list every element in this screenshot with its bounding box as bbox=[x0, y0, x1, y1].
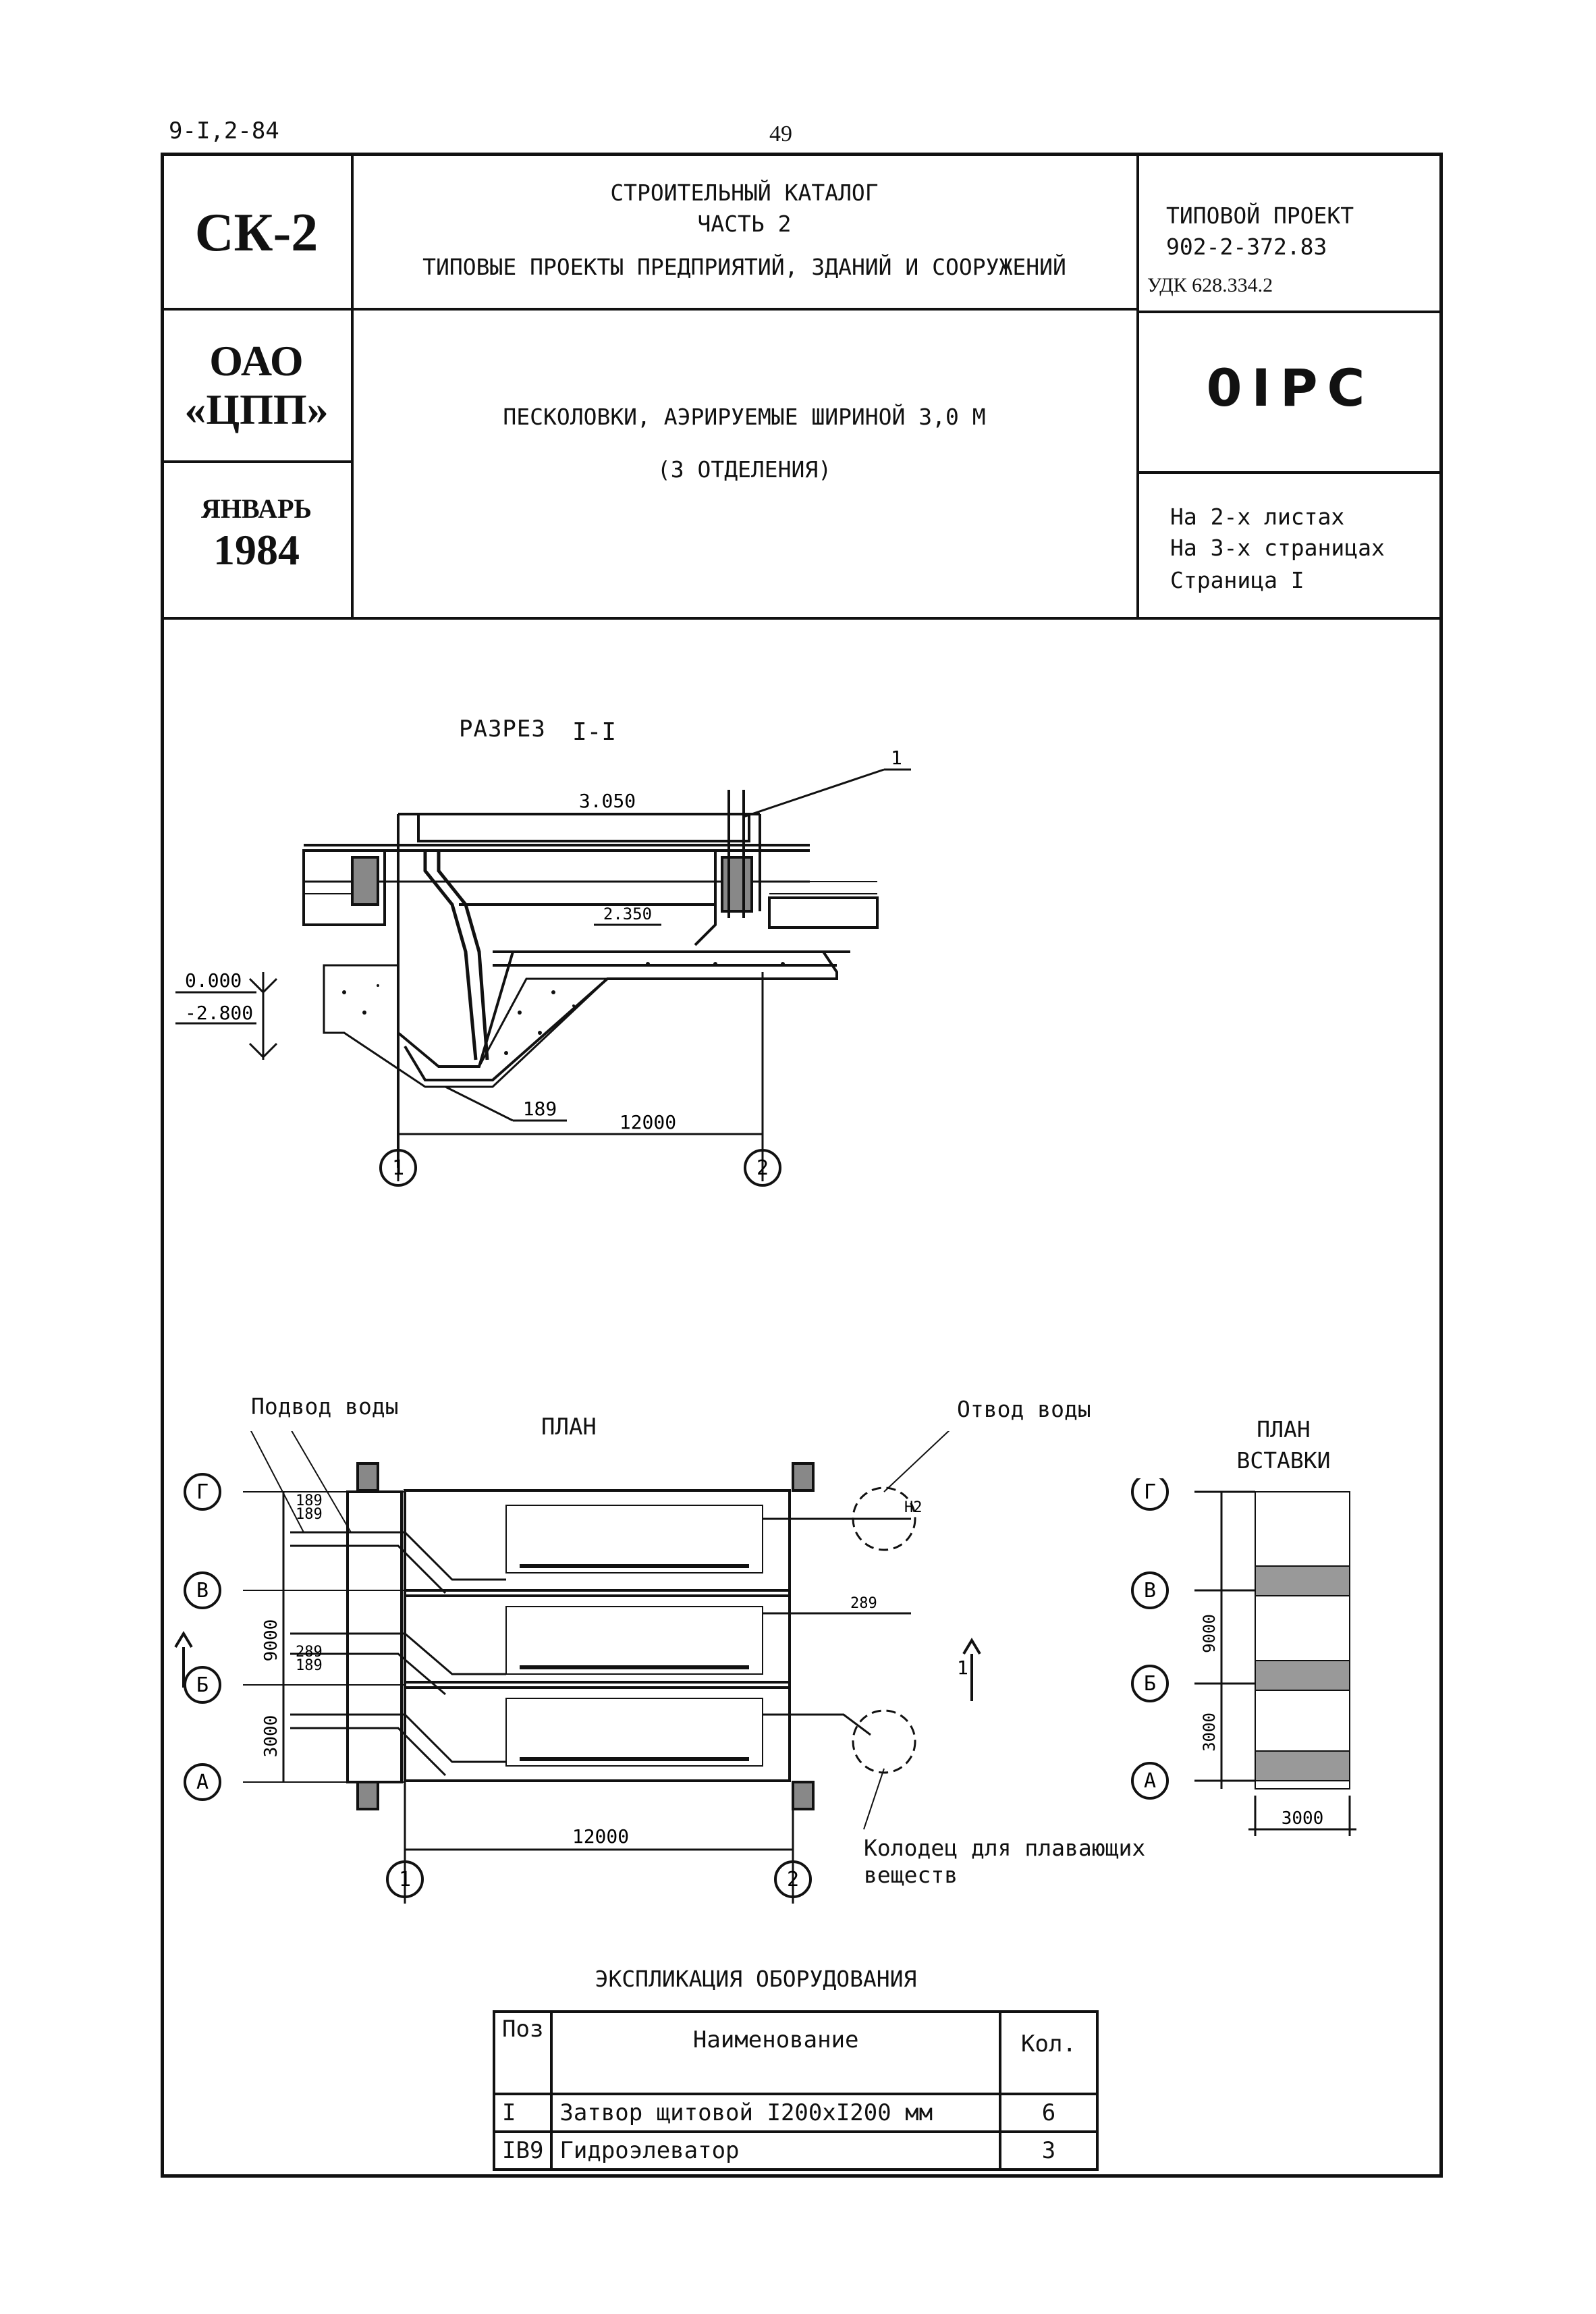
insert-title-1: ПЛАН bbox=[1257, 1416, 1311, 1443]
insert-dim-3000: 3000 bbox=[1200, 1713, 1219, 1752]
catalog-code: СК-2 bbox=[194, 203, 319, 263]
catalog-line-2: ЧАСТЬ 2 bbox=[697, 211, 792, 237]
insert-drawing: Г В Б А 9000 3000 3000 bbox=[1131, 1478, 1356, 1836]
document-title: ПЕСКОЛОВКИ, АЭРИРУЕМЫЕ ШИРИНОЙ 3,0 М bbox=[503, 404, 986, 430]
section-dim-top: 3.050 bbox=[579, 790, 636, 812]
udk-code: УДК 628.334.2 bbox=[1147, 274, 1273, 296]
row-1-pos: I bbox=[492, 2093, 553, 2133]
insert-axis-g: Г bbox=[1144, 1480, 1156, 1504]
header-name: Наименование bbox=[550, 2010, 1001, 2095]
plan-dim-h2: Н2 bbox=[904, 1499, 923, 1516]
catalog-line-3: ТИПОВЫЕ ПРОЕКТЫ ПРЕДПРИЯТИЙ, ЗДАНИЙ И СО… bbox=[422, 254, 1066, 280]
header-right-divider bbox=[1136, 153, 1139, 618]
org-line-1: ОАО bbox=[209, 337, 304, 385]
header-right-rule-2 bbox=[1136, 471, 1443, 474]
month-label: ЯНВАРЬ bbox=[201, 493, 312, 524]
header-right-rule-1 bbox=[1136, 311, 1443, 313]
plan-well-label-2: веществ bbox=[864, 1862, 958, 1888]
plan-inlet-label: Подвод воды bbox=[251, 1393, 399, 1420]
row-1-name: Затвор щитовой I200хI200 мм bbox=[550, 2093, 1001, 2133]
plan-outlet-label: Отвод воды bbox=[957, 1396, 1091, 1422]
header-center-rule bbox=[351, 308, 1138, 311]
year-label: 1984 bbox=[213, 526, 300, 574]
insert-axis-b: Б bbox=[1144, 1672, 1156, 1696]
section-level-1: -2.800 bbox=[185, 1002, 253, 1024]
row-2-qty: 3 bbox=[999, 2130, 1099, 2171]
plan-title: ПЛАН bbox=[541, 1414, 597, 1441]
page-number: 49 bbox=[769, 122, 792, 146]
header-qty: Кол. bbox=[999, 2010, 1099, 2095]
page-code: 9-I,2-84 bbox=[169, 117, 279, 144]
plan-cut-mark: 1 bbox=[957, 1657, 968, 1679]
page-label: Страница I bbox=[1170, 567, 1304, 593]
plan-dim-189c: 189 bbox=[296, 1657, 323, 1674]
insert-axis-a: А bbox=[1144, 1769, 1156, 1793]
document-code: 0IPC bbox=[1206, 358, 1375, 418]
drawing-frame bbox=[161, 153, 1443, 2178]
table-row: IB9 Гидроэлеватор 3 bbox=[492, 2130, 1099, 2171]
section-dim-189: 189 bbox=[523, 1098, 557, 1120]
plan-dim-289b: 289 bbox=[850, 1595, 877, 1612]
plan-axis-a: А bbox=[196, 1771, 209, 1794]
insert-axis-v: В bbox=[1144, 1579, 1156, 1603]
catalog-line-1: СТРОИТЕЛЬНЫЙ КАТАЛОГ bbox=[610, 180, 879, 206]
plan-axis-v: В bbox=[196, 1579, 209, 1603]
plan-dim-189a: 189 bbox=[296, 1492, 323, 1509]
insert-dim-9000: 9000 bbox=[1200, 1614, 1219, 1653]
insert-dim-width: 3000 bbox=[1282, 1808, 1324, 1829]
section-callout-1: 1 bbox=[891, 749, 902, 769]
document-subtitle: (3 ОТДЕЛЕНИЯ) bbox=[657, 456, 832, 483]
plan-axis-1: 1 bbox=[399, 1868, 411, 1891]
section-dim-water: 2.350 bbox=[603, 905, 652, 923]
plan-dim-289a: 289 bbox=[296, 1644, 323, 1661]
section-level-0: 0.000 bbox=[185, 969, 242, 992]
plan-dim-12000: 12000 bbox=[572, 1825, 629, 1848]
section-axis-1: 1 bbox=[392, 1156, 404, 1180]
plan-axis-2: 2 bbox=[787, 1868, 799, 1891]
section-mark: I-I bbox=[572, 718, 617, 746]
table-header-row: Поз Наименование Кол. bbox=[492, 2010, 1099, 2095]
plan-well-label-1: Колодец для плавающих bbox=[864, 1835, 1146, 1861]
plan-axis-g: Г bbox=[196, 1480, 209, 1504]
header-pos: Поз bbox=[492, 2010, 553, 2095]
plan-dim-9000: 9000 bbox=[261, 1619, 281, 1662]
plan-drawing: Г В Б А 1 2 12000 9000 3000 189 189 289 … bbox=[174, 1431, 981, 1904]
section-axis-2: 2 bbox=[756, 1156, 769, 1180]
plan-dim-3000: 3000 bbox=[261, 1715, 281, 1758]
plan-axis-b: Б bbox=[196, 1673, 209, 1697]
row-1-qty: 6 bbox=[999, 2093, 1099, 2133]
sheets-count: На 2-х листах bbox=[1170, 504, 1345, 530]
insert-title-2: ВСТАВКИ bbox=[1236, 1447, 1331, 1474]
header-left-rule-2 bbox=[161, 460, 352, 463]
header-left-rule-1 bbox=[161, 308, 352, 311]
row-2-pos: IB9 bbox=[492, 2130, 553, 2171]
org-line-2: «ЦПП» bbox=[184, 385, 329, 433]
pages-count: На 3-х страницах bbox=[1170, 535, 1385, 561]
explication-table: Поз Наименование Кол. I Затвор щитовой I… bbox=[492, 2010, 1099, 2171]
section-title: РАЗРЕЗ bbox=[459, 716, 546, 743]
row-2-name: Гидроэлеватор bbox=[550, 2130, 1001, 2171]
table-row: I Затвор щитовой I200хI200 мм 6 bbox=[492, 2093, 1099, 2133]
header-bottom-rule bbox=[161, 617, 1443, 620]
project-label: ТИПОВОЙ ПРОЕКТ bbox=[1166, 203, 1354, 229]
section-drawing: 3.050 2.350 0.000 -2.800 189 12000 1 1 2 bbox=[175, 749, 911, 1187]
explication-title: ЭКСПЛИКАЦИЯ ОБОРУДОВАНИЯ bbox=[595, 1966, 917, 1992]
section-dim-length: 12000 bbox=[620, 1111, 676, 1133]
plan-dim-189b: 189 bbox=[296, 1506, 323, 1523]
header-left-divider bbox=[351, 153, 354, 618]
project-number: 902-2-372.83 bbox=[1166, 234, 1327, 260]
